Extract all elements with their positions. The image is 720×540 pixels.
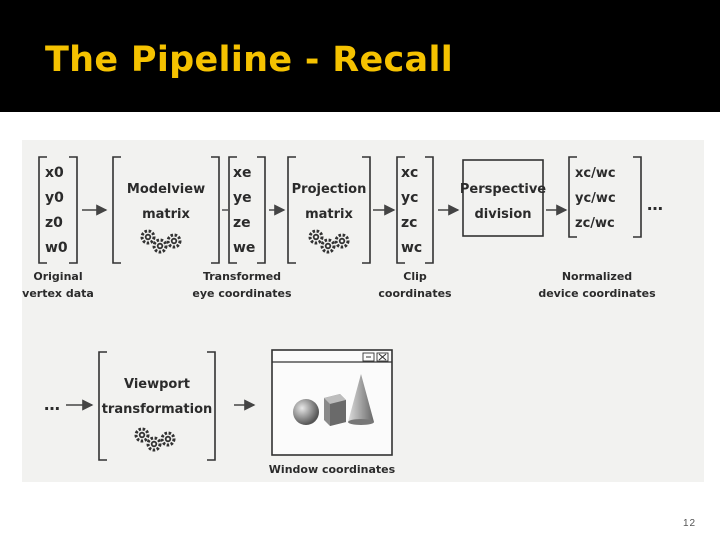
caption-clip: Clip coordinates [378,270,452,300]
pipeline-diagram: x0 y0 z0 w0 Original vertex data Modelvi… [22,156,663,476]
vec-clip-1: yc [401,190,418,206]
vec-clip-3: wc [401,240,422,256]
modelview-label-line2: matrix [142,207,190,222]
vec-original-2: z0 [45,215,63,231]
minimize-icon [362,352,375,362]
vec-original-0: x0 [45,165,64,181]
page-number: 12 [683,518,697,529]
vec-eye-1: ye [233,190,252,206]
ellipsis-left: … [44,395,60,414]
vec-eye-3: we [233,240,255,256]
modelview-matrix-box: Modelview matrix [112,156,220,264]
svg-text:coordinates: coordinates [378,287,452,300]
projection-label-line1: Projection [292,182,367,197]
vec-original-3: w0 [45,240,68,256]
svg-text:Original: Original [33,270,82,283]
svg-text:Normalized: Normalized [562,270,632,283]
vec-original-1: y0 [45,190,64,206]
svg-text:eye coordinates: eye coordinates [192,287,292,300]
projection-matrix-box: Projection matrix [287,156,371,264]
caption-original: Original vertex data [22,270,94,300]
original-vertex-vector: x0 y0 z0 w0 [38,156,78,264]
title-bar [0,0,720,112]
projection-label-line2: matrix [305,207,353,222]
caption-normalized: Normalized device coordinates [538,270,656,300]
clip-coordinates-vector: xc yc zc wc [396,156,434,264]
svg-text:Clip: Clip [403,270,427,283]
svg-text:vertex data: vertex data [22,287,94,300]
vec-clip-0: xc [401,165,418,181]
slide-title: The Pipeline - Recall [45,40,454,80]
viewport-label-line2: transformation [102,402,213,417]
modelview-label-line1: Modelview [127,182,205,197]
perspective-division-box: Perspective division [460,159,546,237]
svg-text:device coordinates: device coordinates [538,287,656,300]
vec-normalized-0: xc/wc [575,166,616,181]
viewport-transformation-box: Viewport transformation [98,351,216,461]
vec-eye-0: xe [233,165,252,181]
caption-eye: Transformed eye coordinates [192,270,292,300]
svg-text:Transformed: Transformed [203,270,281,283]
gears-icon [134,427,176,452]
gears-icon [140,229,182,254]
vec-normalized-2: zc/wc [575,216,615,231]
perspective-label-line2: division [474,207,531,222]
window-illustration [271,349,393,456]
ellipsis-right: … [647,195,663,214]
perspective-label-line1: Perspective [460,182,546,197]
normalized-coordinates-vector: xc/wc yc/wc zc/wc [568,156,642,238]
cone-shape [348,374,374,422]
gears-icon [308,229,350,254]
viewport-label-line1: Viewport [124,377,190,392]
close-icon [376,352,389,362]
sphere-shape [293,399,319,425]
vec-clip-2: zc [401,215,417,231]
caption-window: Window coordinates [269,463,396,476]
eye-coordinates-vector: xe ye ze we [228,156,266,264]
vec-normalized-1: yc/wc [575,191,616,206]
vec-eye-2: ze [233,215,251,231]
